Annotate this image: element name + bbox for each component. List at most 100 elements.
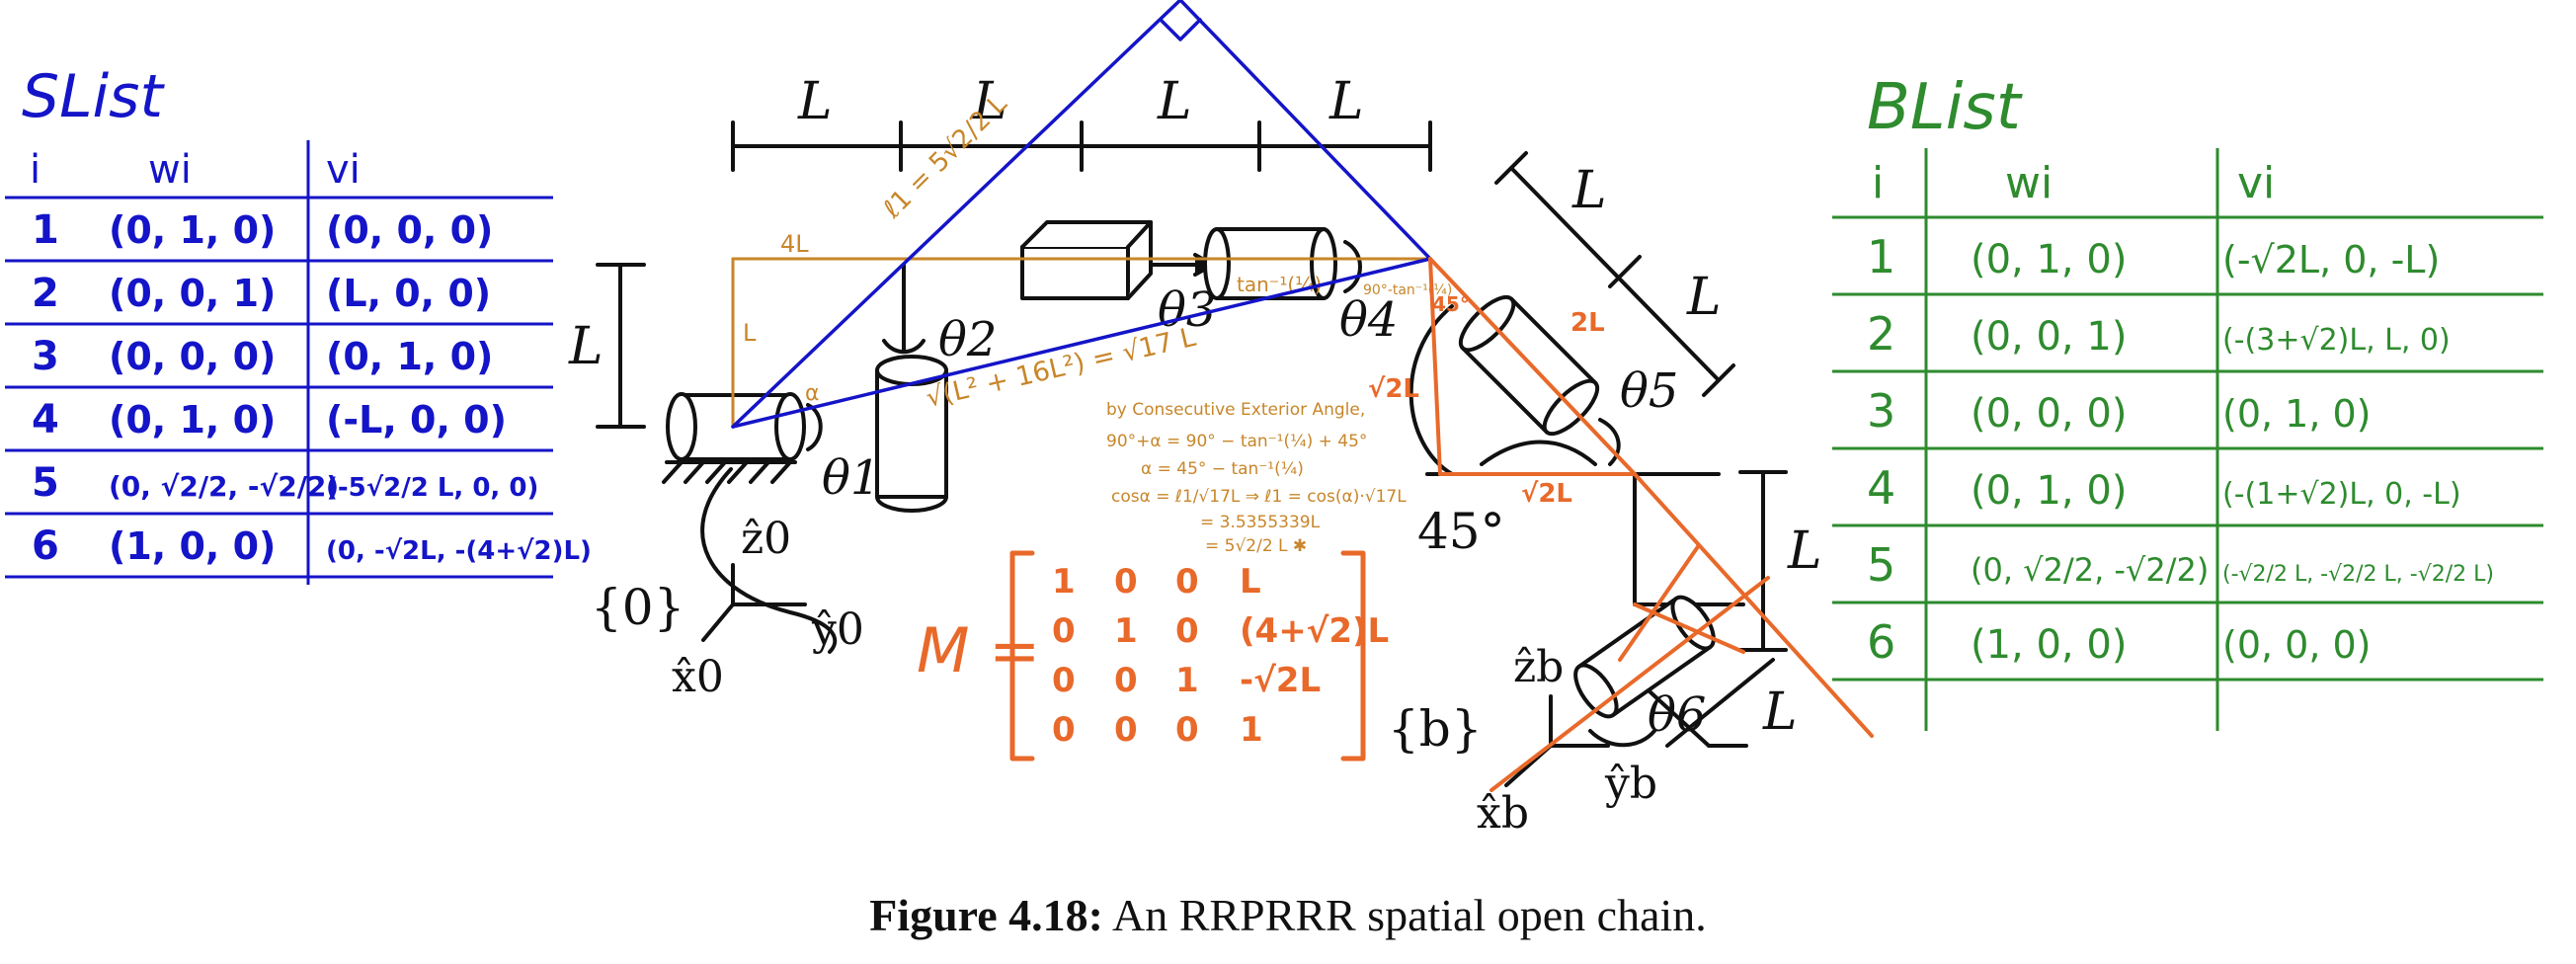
matrix-cell: 0	[1175, 562, 1199, 602]
blist-cell-w: (1, 0, 0)	[1971, 622, 2127, 668]
joint-1-cylinder	[666, 392, 823, 461]
blue-triangle	[731, 0, 1432, 429]
matrix-cell: 1	[1240, 710, 1263, 750]
axis-xb: x̂b	[1477, 788, 1529, 839]
matrix-cell: 0	[1114, 562, 1138, 602]
slist-cell-w: (0, √2/2, -√2/2)	[109, 470, 339, 503]
annot-2l: 2L	[1570, 308, 1605, 338]
blist-cell-w: (0, 1, 0)	[1971, 237, 2127, 282]
blist-cell-i: 5	[1867, 538, 1895, 592]
annot-alpha: α	[805, 381, 820, 406]
dim-label-3: L	[1157, 72, 1192, 131]
axis-x0: x̂0	[672, 652, 724, 702]
annot-l: L	[743, 319, 757, 347]
right-dimension-bar	[1738, 470, 1788, 652]
joint-label-6: θ6	[1648, 687, 1706, 743]
left-dimension-bar	[596, 263, 646, 429]
matrix-cell: (4+√2)L	[1240, 611, 1389, 651]
slist-cell-v: (0, -√2L, -(4+√2)L)	[326, 536, 592, 566]
blist-header-v: vi	[2237, 158, 2275, 208]
matrix-cell: -√2L	[1240, 661, 1321, 700]
slist-cell-i: 5	[32, 460, 59, 506]
caption-text: An RRPRRR spatial open chain.	[1111, 890, 1707, 940]
slist-cell-v: (-5√2/2 L, 0, 0)	[326, 473, 538, 503]
blist-cell-i: 4	[1867, 461, 1895, 515]
annot-4l: 4L	[780, 230, 809, 258]
matrix-cell: 1	[1175, 661, 1199, 700]
blist-title: BList	[1867, 71, 2024, 144]
blist-cell-i: 2	[1867, 307, 1895, 361]
orange-path	[1428, 257, 1874, 792]
slist-cell-w: (0, 1, 0)	[109, 398, 276, 442]
slist-cell-i: 3	[32, 334, 59, 379]
matrix-cell: 1	[1114, 611, 1138, 651]
dim-label-right: L	[1787, 522, 1822, 581]
slist-cell-v: (L, 0, 0)	[326, 272, 491, 315]
joint-label-4: θ4	[1339, 292, 1398, 348]
annot-tan: tan⁻¹(¼)	[1237, 273, 1322, 296]
joint-4-cylinder	[1203, 227, 1362, 300]
note-line: α = 45° − tan⁻¹(¼)	[1141, 459, 1304, 479]
matrix-label: M =	[917, 614, 1040, 686]
axis-zb: ẑb	[1513, 642, 1564, 692]
slist-cell-w: (0, 0, 1)	[109, 272, 276, 315]
slist-cell-i: 6	[32, 523, 59, 569]
dim-label-diag-1: L	[1571, 161, 1607, 220]
blist-cell-i: 6	[1867, 615, 1895, 669]
matrix-cell: 1	[1052, 562, 1076, 602]
slist-cell-w: (0, 0, 0)	[109, 335, 276, 378]
axis-yb: ŷb	[1604, 759, 1657, 809]
matrix-cell: 0	[1175, 710, 1199, 750]
note-line: = 3.5355339L	[1200, 513, 1321, 532]
slist-cell-w: (0, 1, 0)	[109, 208, 276, 252]
dim-label-1: L	[797, 72, 833, 131]
blist-header-i: i	[1872, 158, 1884, 208]
joint-2-cylinder	[875, 263, 948, 513]
dim-label-diag-2: L	[1686, 268, 1722, 327]
joint-label-3: θ3	[1158, 282, 1216, 338]
slist-title: SList	[22, 62, 165, 131]
joint-label-2: θ2	[938, 312, 997, 367]
robot-diagram: L L L L L L L L L	[568, 0, 1874, 839]
diagonal-dimension-bar	[1494, 151, 1735, 397]
blist-cell-w: (0, 0, 0)	[1971, 391, 2127, 437]
blist-header-w: wi	[2005, 158, 2053, 208]
matrix-cell: 0	[1052, 661, 1076, 700]
annot-l1: ℓ1 = 5√2/2 L	[877, 89, 1013, 225]
blist-cell-v: (-√2L, 0, -L)	[2222, 238, 2440, 281]
matrix-cell: 0	[1052, 710, 1076, 750]
annot-45: 45°	[1432, 292, 1470, 316]
slist-rows: 1 (0, 1, 0) (0, 0, 0) 2 (0, 0, 1) (L, 0, 0) 3 (…	[5, 196, 592, 579]
blist-cell-i: 3	[1867, 384, 1895, 438]
brown-construction	[731, 257, 1432, 429]
dim-label-2: L	[972, 72, 1007, 131]
angle-label-45: 45°	[1417, 503, 1505, 560]
slist-header-v: vi	[326, 147, 361, 193]
slist-cell-i: 1	[32, 207, 59, 253]
dim-label-4: L	[1328, 72, 1364, 131]
matrix-cell: 0	[1175, 611, 1199, 651]
blist-cell-v: (0, 1, 0)	[2222, 392, 2372, 436]
slist-cell-i: 2	[32, 271, 59, 316]
frame-b-label: {b}	[1388, 700, 1483, 758]
axis-y0: ŷ0	[811, 604, 864, 655]
blist-cell-w: (0, 0, 1)	[1971, 314, 2127, 360]
caption-label: Figure 4.18:	[869, 890, 1103, 940]
blist-rows: 1(0, 1, 0)(-√2L, 0, -L)2(0, 0, 1)(-(3+√2…	[1832, 215, 2543, 682]
note-line: = 5√2/2 L ✱	[1205, 536, 1307, 556]
slist-cell-v: (0, 1, 0)	[326, 335, 493, 378]
slist-table: SList i wi vi 1(0, 1, 0)(0, 0, 0)2(0, 0,…	[5, 62, 592, 585]
blist-cell-w: (0, 1, 0)	[1971, 468, 2127, 514]
slist-cell-w: (1, 0, 0)	[109, 524, 276, 568]
blist-cell-v: (-(3+√2)L, L, 0)	[2222, 323, 2451, 358]
joint-label-5: θ5	[1620, 363, 1678, 419]
matrix-cell: 0	[1052, 611, 1076, 651]
blist-cell-v: (-√2/2 L, -√2/2 L, -√2/2 L)	[2222, 562, 2494, 587]
bottom-dimension-bar	[1665, 658, 1775, 748]
frame-0-label: {0}	[591, 579, 684, 636]
dim-label-left: L	[568, 317, 604, 376]
annot-sqrt2l-a: √2L	[1368, 374, 1419, 404]
top-dimension-bar	[731, 120, 1432, 172]
slist-cell-v: (0, 0, 0)	[326, 208, 493, 252]
